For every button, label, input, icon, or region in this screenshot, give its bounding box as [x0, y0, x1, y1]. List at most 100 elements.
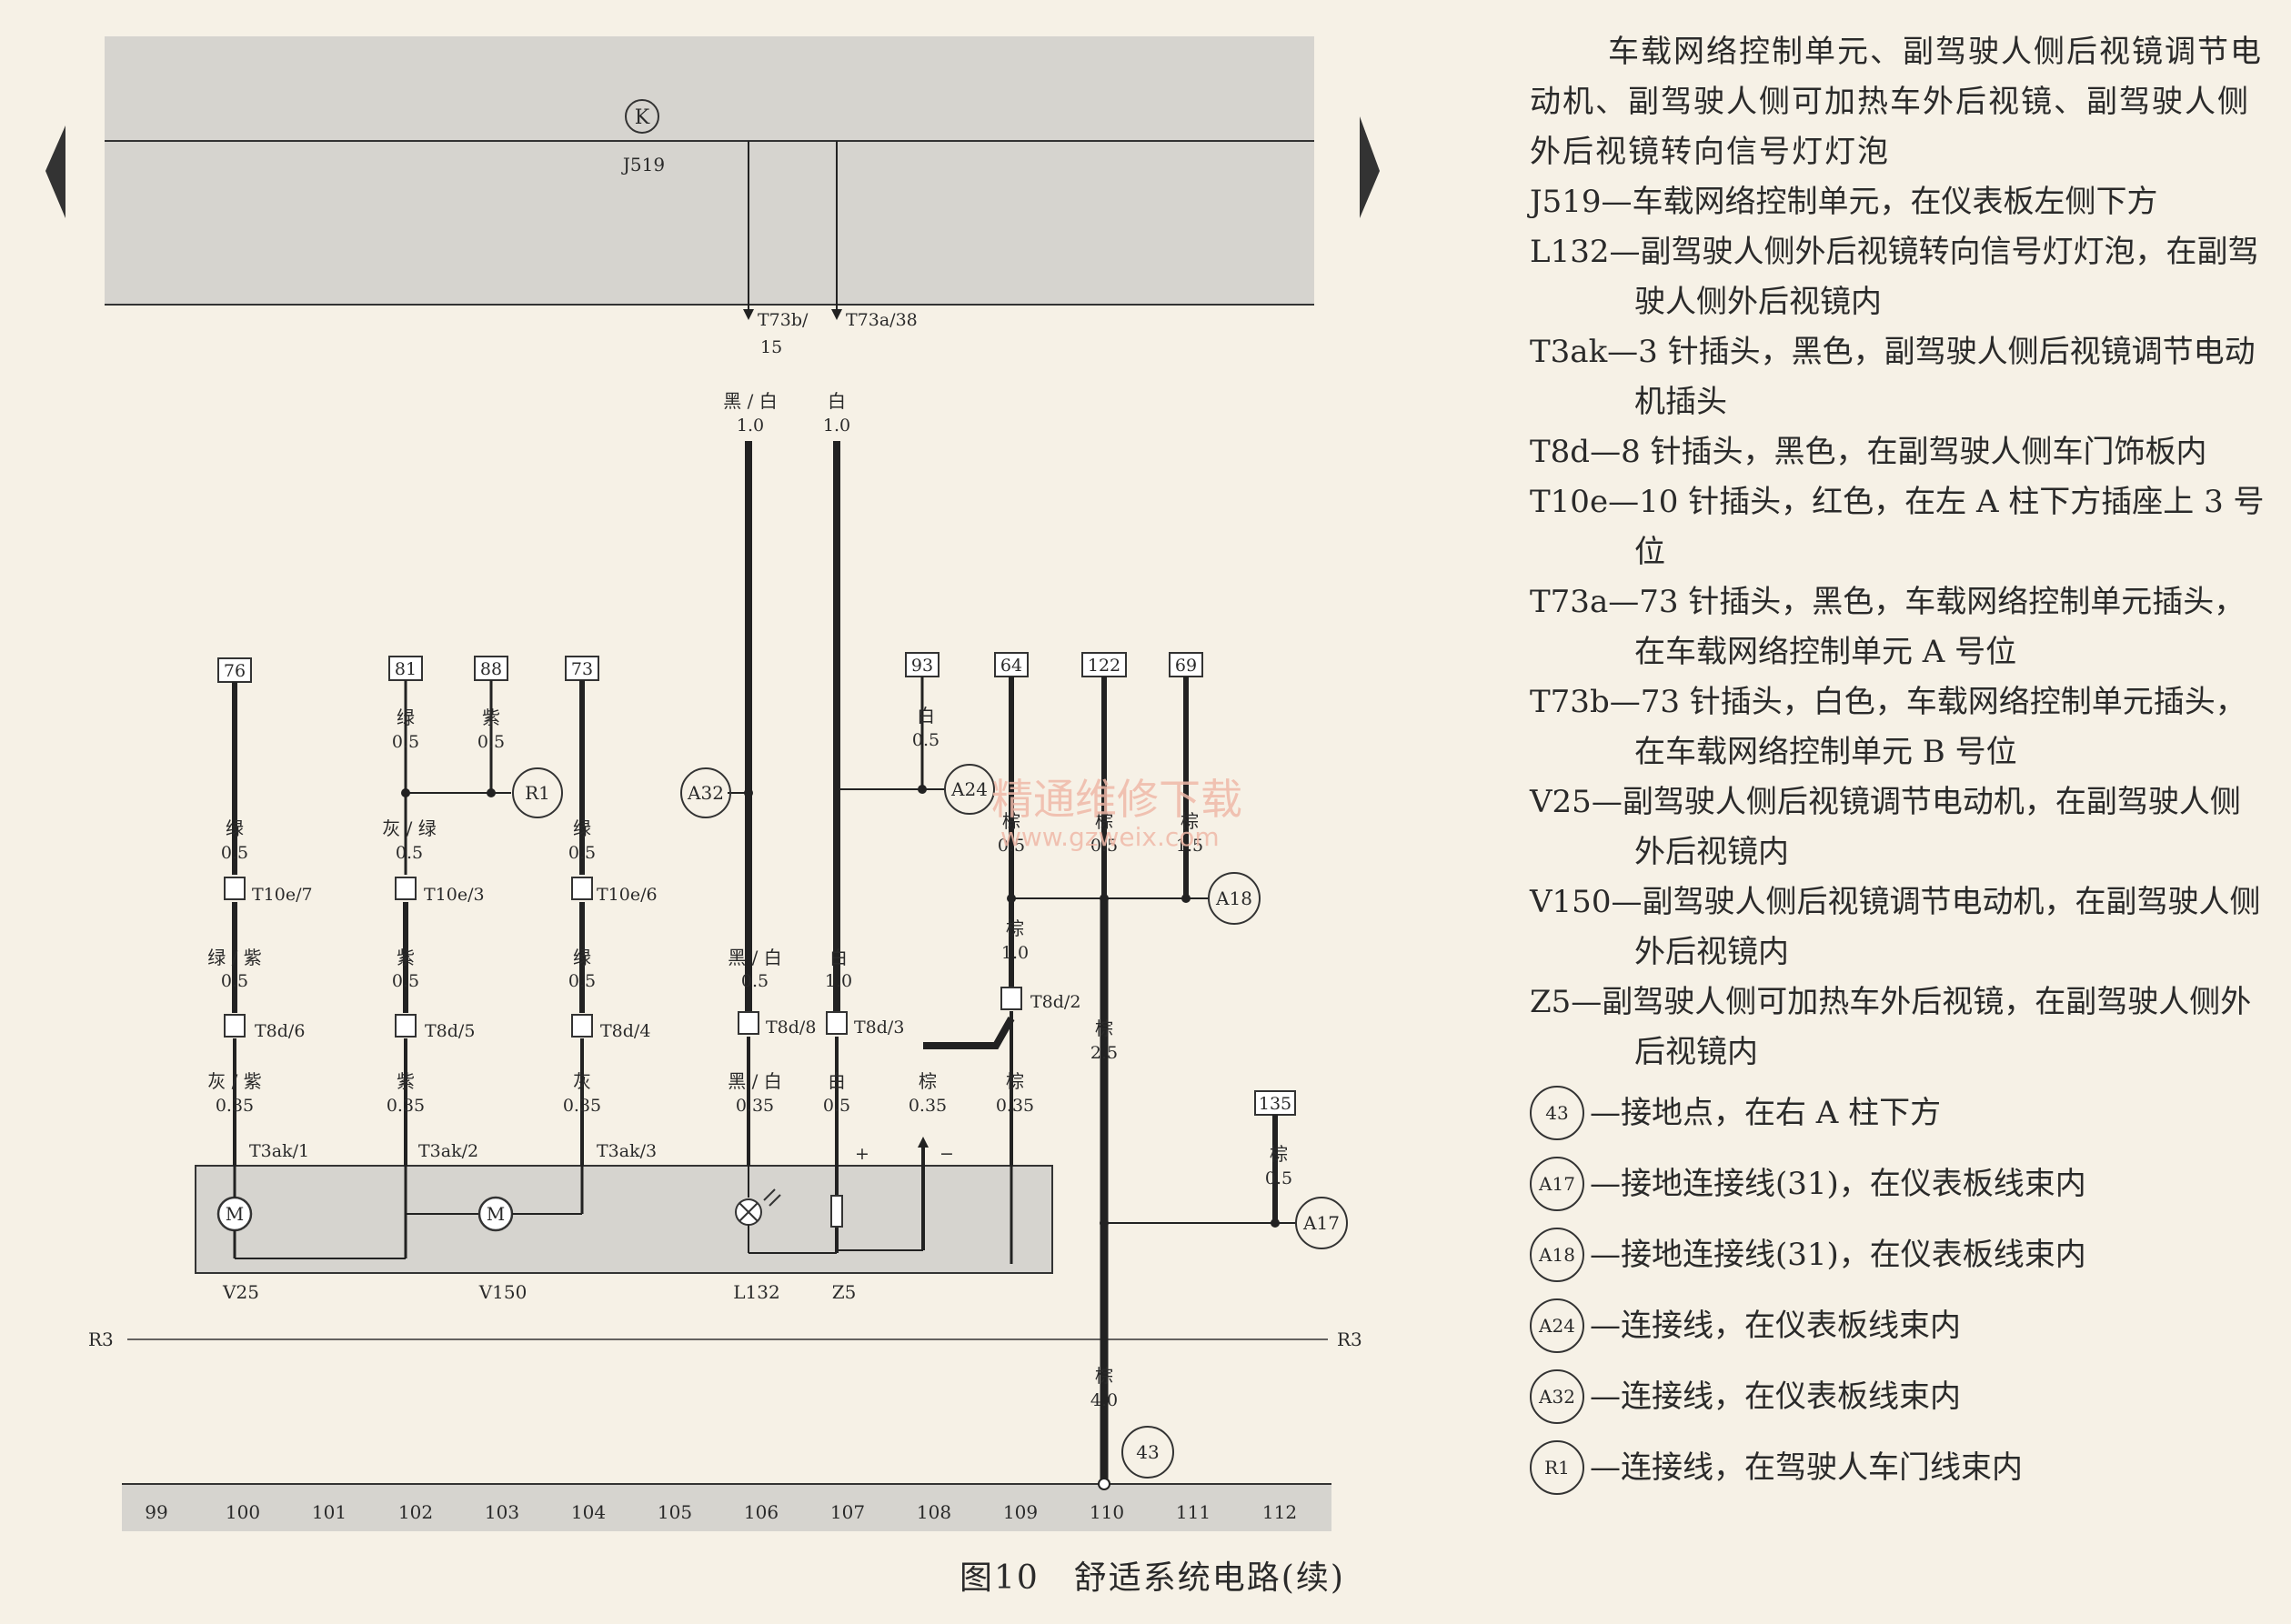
wire-size: 0.5 — [912, 730, 940, 750]
connector-pin: T10e/7 — [252, 885, 313, 905]
legend-circle-text: —连接线，在驾驶人车门线束内 — [1590, 1449, 2023, 1486]
wire-color: 绿 — [226, 817, 244, 839]
legend-circle-text: —连接线，在仪表板线束内 — [1590, 1378, 1961, 1415]
j519-symbol: K — [635, 106, 650, 129]
column-number: 111 — [1176, 1501, 1211, 1523]
wire-size: 0.5 — [221, 843, 248, 863]
j519-unit — [105, 36, 1314, 305]
wire-color: 灰 / 绿 — [382, 817, 436, 839]
column-number: 103 — [485, 1501, 519, 1523]
connector-pin: T8d/6 — [255, 1021, 305, 1041]
wire-size: 1.5 — [1176, 836, 1203, 856]
minus-sign: − — [940, 1144, 954, 1164]
legend-item: T3ak—3 针插头，黑色，副驾驶人侧后视镜调节电动机插头 — [1530, 334, 2256, 420]
column-number: 106 — [744, 1501, 779, 1523]
a17-connector: A17 — [1302, 1212, 1340, 1234]
next-page-arrow[interactable] — [1360, 116, 1380, 218]
wire-size: 0.5 — [392, 971, 419, 991]
r1-connector: R1 — [525, 782, 550, 804]
wire-color: 棕 — [919, 1070, 937, 1092]
wire-size: 4.0 — [1090, 1390, 1118, 1410]
legend-title: 车载网络控制单元、副驾驶人侧后视镜调节电动机、副驾驶人侧可加热车外后视镜、副驾驶… — [1530, 34, 2263, 170]
a32-connector: A32 — [687, 782, 724, 804]
wire-color: 灰 — [573, 1070, 591, 1092]
wire-size: 1.0 — [737, 416, 764, 436]
connector-pin: T3ak/2 — [418, 1141, 478, 1161]
legend-item: T73b—73 针插头，白色，车载网络控制单元插头，在车载网络控制单元 B 号位 — [1530, 684, 2246, 770]
wire-size: 0.35 — [996, 1096, 1034, 1116]
wire-size: 0.35 — [387, 1096, 425, 1116]
column-number: 108 — [917, 1501, 951, 1523]
wire-size: 0.5 — [823, 1096, 850, 1116]
legend-item: T73a—73 针插头，黑色，车载网络控制单元插头，在车载网络控制单元 A 号位 — [1530, 584, 2246, 670]
legend-symbol: R1 — [1530, 1440, 1584, 1495]
wire-color: 白 — [917, 705, 935, 727]
legend-circle-text: —接地连接线(31)，在仪表板线束内 — [1590, 1165, 2086, 1202]
wire-size: 0.5 — [998, 836, 1025, 856]
connector-pin: T8d/3 — [854, 1018, 904, 1038]
connector-pin: T3ak/3 — [597, 1141, 657, 1161]
ref-73: 73 — [571, 659, 593, 679]
wire-size: 1.0 — [1001, 943, 1029, 963]
wire-size: 2.5 — [1090, 1043, 1118, 1063]
wire-size: 0.35 — [216, 1096, 254, 1116]
wiring-diagram: K J519 R3 R3 76 绿 0.5 T10e/7 绿 / 紫 0.5 T… — [45, 36, 1380, 1531]
wire-color: 白 — [828, 1070, 846, 1092]
pin-t73b: T73b/ — [758, 310, 809, 330]
column-number: 104 — [571, 1501, 606, 1523]
legend-circle-text: —接地点，在右 A 柱下方 — [1590, 1094, 1942, 1131]
legend-item: L132—副驾驶人侧外后视镜转向信号灯灯泡，在副驾驶人侧外后视镜内 — [1530, 234, 2259, 320]
r3-left: R3 — [88, 1328, 114, 1350]
wire-color: 绿 — [573, 947, 591, 968]
wire-color: 棕 — [1095, 1365, 1113, 1387]
legend-circle-text: —连接线，在仪表板线束内 — [1590, 1307, 1961, 1344]
l132-label: L132 — [733, 1281, 779, 1303]
legend-item: Z5—副驾驶人侧可加热车外后视镜，在副驾驶人侧外后视镜内 — [1530, 984, 2252, 1070]
prev-page-arrow[interactable] — [45, 125, 65, 218]
connector-pin: T8d/5 — [425, 1021, 475, 1041]
motor-v25-symbol: M — [226, 1203, 244, 1225]
wire-size: 1.0 — [825, 971, 852, 991]
wire-color: 棕 — [1095, 810, 1113, 832]
wire-size: 0.5 — [741, 971, 769, 991]
wire-color: 棕 — [1002, 810, 1020, 832]
ref-64: 64 — [1000, 656, 1022, 676]
wire-size: 0.5 — [1265, 1168, 1292, 1188]
legend-item: V25—副驾驶人侧后视镜调节电动机，在副驾驶人侧外后视镜内 — [1530, 784, 2241, 870]
connector-pin: T3ak/1 — [249, 1141, 309, 1161]
wire-color: 白 — [829, 947, 848, 968]
legend-circle-item: A32—连接线，在仪表板线束内 — [1530, 1361, 2266, 1432]
wire-color: 黑 / 白 — [728, 947, 781, 968]
ref-135: 135 — [1259, 1094, 1291, 1114]
legend-symbol: A32 — [1530, 1369, 1584, 1424]
wire-size: 0.5 — [568, 971, 596, 991]
connector-pin: T10e/6 — [597, 885, 658, 905]
legend-circle-item: A24—连接线，在仪表板线束内 — [1530, 1290, 2266, 1361]
r3-right: R3 — [1337, 1328, 1362, 1350]
figure-caption: 图10 舒适系统电路(续) — [960, 1559, 1345, 1597]
wire-color: 黑 / 白 — [723, 390, 777, 412]
wire-color: 灰 / 紫 — [207, 1070, 261, 1092]
a24-connector: A24 — [950, 778, 988, 800]
legend-item: V150—副驾驶人侧后视镜调节电动机，在副驾驶人侧外后视镜内 — [1530, 884, 2261, 970]
wire-color: 黑 / 白 — [728, 1070, 781, 1092]
legend-circle-item: A18—接地连接线(31)，在仪表板线束内 — [1530, 1219, 2266, 1290]
wire-size: 0.35 — [563, 1096, 601, 1116]
legend-circle-text: —接地连接线(31)，在仪表板线束内 — [1590, 1236, 2086, 1273]
wire-size: 0.5 — [568, 843, 596, 863]
column-number: 112 — [1262, 1501, 1297, 1523]
wire-color: 棕 — [1006, 1070, 1024, 1092]
column-number: 109 — [1003, 1501, 1038, 1523]
connector-pin: T10e/3 — [424, 885, 485, 905]
legend-item: T10e—10 针插头，红色，在左 A 柱下方插座上 3 号位 — [1530, 484, 2265, 570]
legend-circle-item: R1—连接线，在驾驶人车门线束内 — [1530, 1432, 2266, 1503]
column-number: 102 — [398, 1501, 433, 1523]
wire-size: 0.5 — [477, 732, 505, 752]
watermark-cn: 精通维修下载 — [991, 775, 1242, 824]
ref-76: 76 — [224, 661, 246, 681]
column-number: 105 — [658, 1501, 692, 1523]
watermark-url: www.gzweix.com — [1000, 822, 1220, 852]
ref-122: 122 — [1088, 656, 1120, 676]
ref-88: 88 — [480, 659, 502, 679]
